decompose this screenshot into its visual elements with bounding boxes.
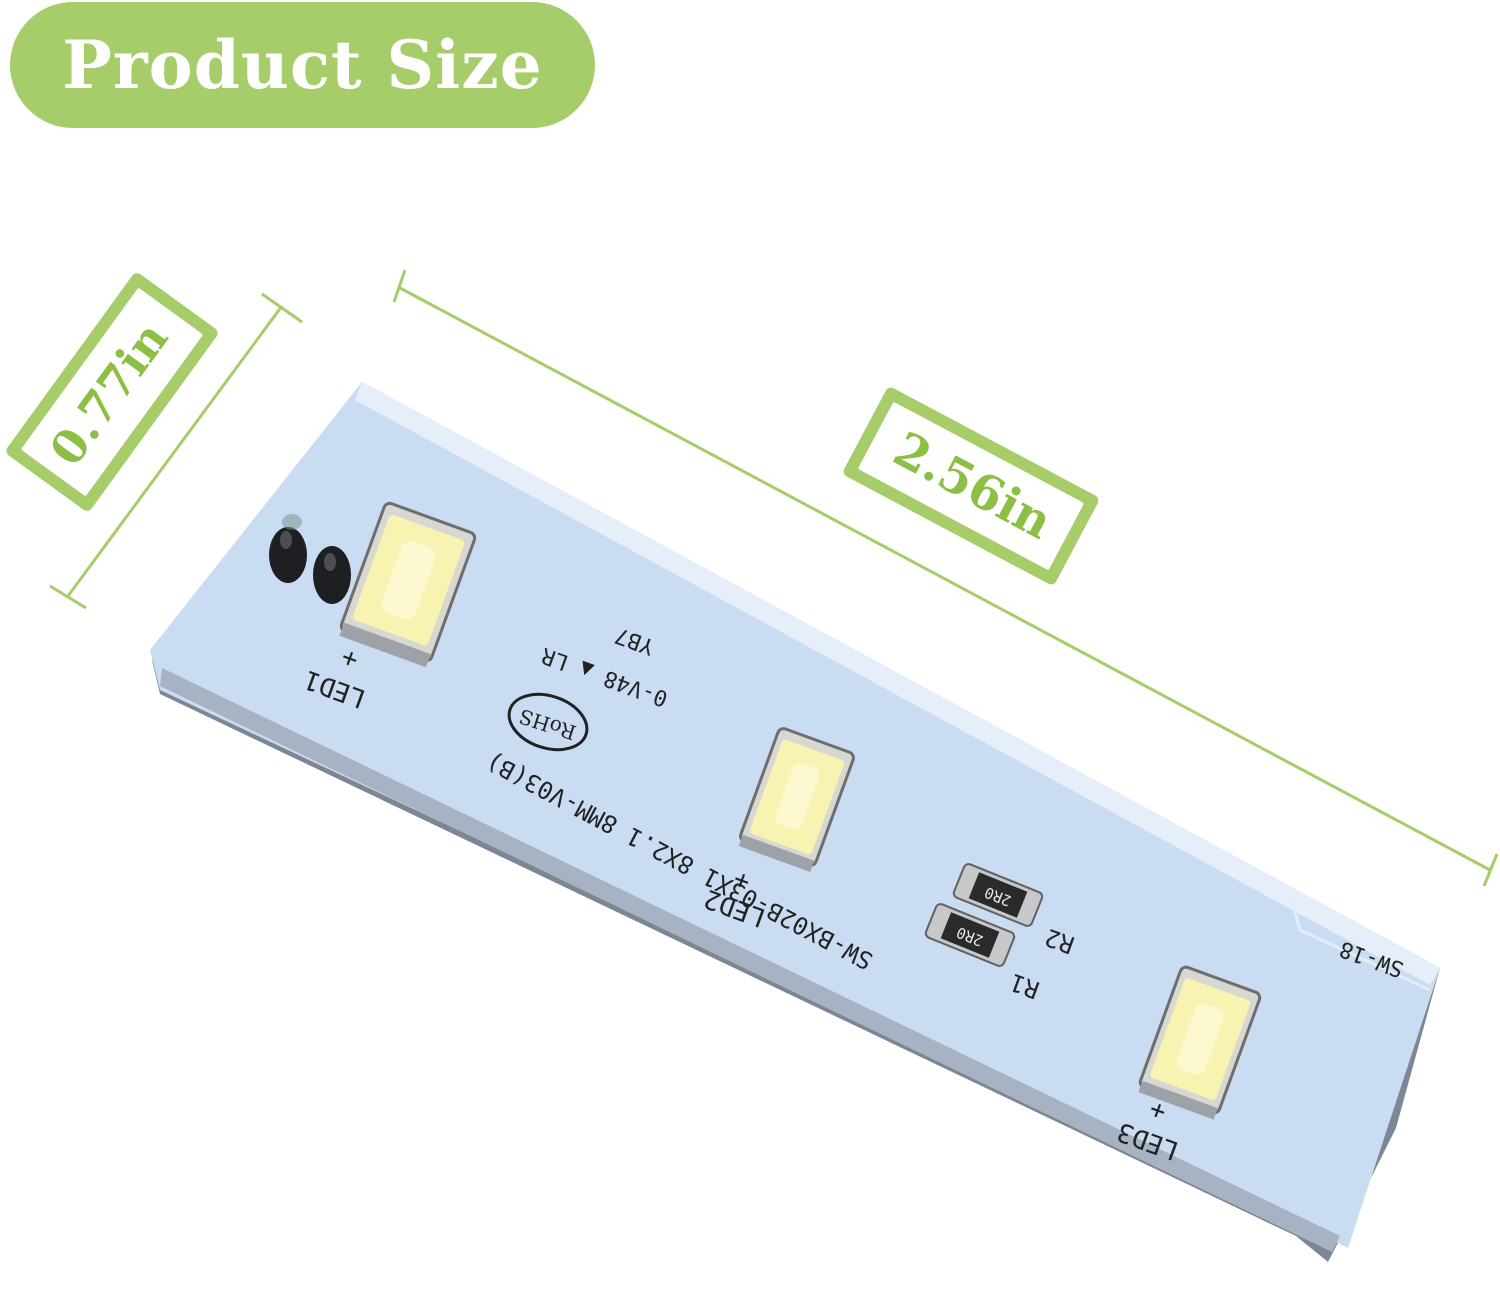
rohs-mark	[507, 692, 589, 752]
product-size-badge: Product Size	[10, 2, 595, 128]
height-dimension	[49, 292, 303, 610]
led-3	[1138, 965, 1262, 1120]
length-dimension	[392, 269, 1499, 887]
length-label-box	[843, 387, 1099, 585]
resistor-r1	[924, 903, 1016, 967]
product-size-title: Product Size	[62, 26, 543, 104]
height-label-box	[6, 273, 218, 511]
resistor-r2	[952, 863, 1044, 927]
led-1	[339, 501, 477, 668]
wire-solder-pads	[269, 514, 351, 604]
led-2	[738, 727, 855, 873]
